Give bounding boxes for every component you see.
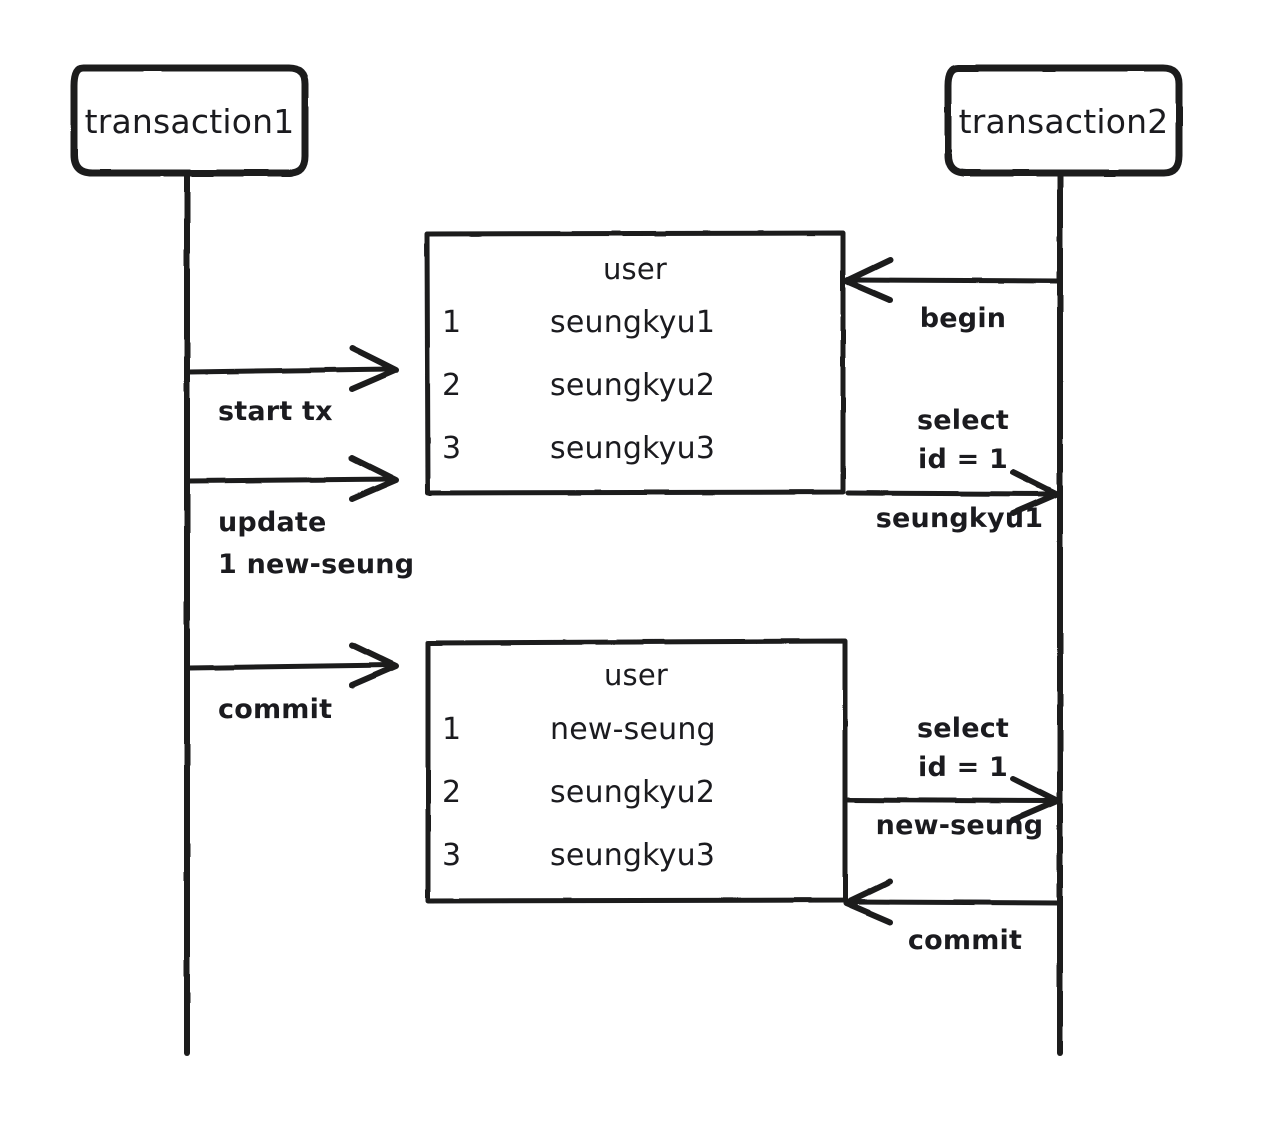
table-row-id: 2	[442, 775, 462, 810]
message-label-update-line1: update	[218, 507, 327, 538]
table-title-user-after: user	[603, 658, 669, 692]
message-label-commit-right: commit	[907, 925, 1023, 956]
actor-label-transaction1: transaction1	[84, 102, 295, 141]
arrow-select-bottom	[845, 776, 1060, 823]
table-row-value: seungkyu1	[550, 305, 716, 340]
message-label-begin: begin	[919, 303, 1007, 334]
message-label-select-bottom-result: new-seung	[875, 810, 1044, 841]
arrow-commit-left	[186, 642, 399, 688]
actor-box-transaction2	[944, 64, 1183, 177]
table-row-value: seungkyu2	[550, 368, 716, 403]
table-box-user-before	[424, 230, 846, 496]
arrow-update	[186, 455, 399, 502]
arrow-select-top	[845, 469, 1060, 516]
table-row-value: seungkyu3	[550, 838, 716, 873]
arrow-begin	[843, 257, 1061, 303]
table-title-user-before: user	[602, 252, 668, 286]
table-row-id: 2	[442, 368, 462, 403]
actor-label-transaction2: transaction2	[958, 102, 1169, 141]
table-row-value: seungkyu2	[550, 775, 716, 810]
arrow-start-tx	[186, 345, 399, 392]
table-box-user-after	[425, 638, 848, 904]
message-label-select-top-line1: select	[916, 405, 1010, 436]
arrow-commit-right	[843, 879, 1061, 925]
table-row-value: new-seung	[550, 712, 716, 747]
table-row-value: seungkyu3	[550, 431, 716, 466]
table-row-id: 1	[442, 712, 462, 747]
table-row-id: 3	[442, 838, 462, 873]
message-label-select-top-line2: id = 1	[918, 444, 1008, 475]
message-label-start-tx: start tx	[218, 396, 333, 427]
message-label-select-bottom-line2: id = 1	[918, 752, 1008, 783]
message-label-select-top-result: seungkyu1	[875, 503, 1044, 534]
actor-box-transaction1	[70, 64, 309, 177]
message-label-update-line2: 1 new-seung	[218, 549, 415, 580]
table-row-id: 1	[442, 305, 462, 340]
message-label-commit-left: commit	[218, 694, 333, 725]
message-label-select-bottom-line1: select	[916, 713, 1010, 744]
table-row-id: 3	[442, 431, 462, 466]
